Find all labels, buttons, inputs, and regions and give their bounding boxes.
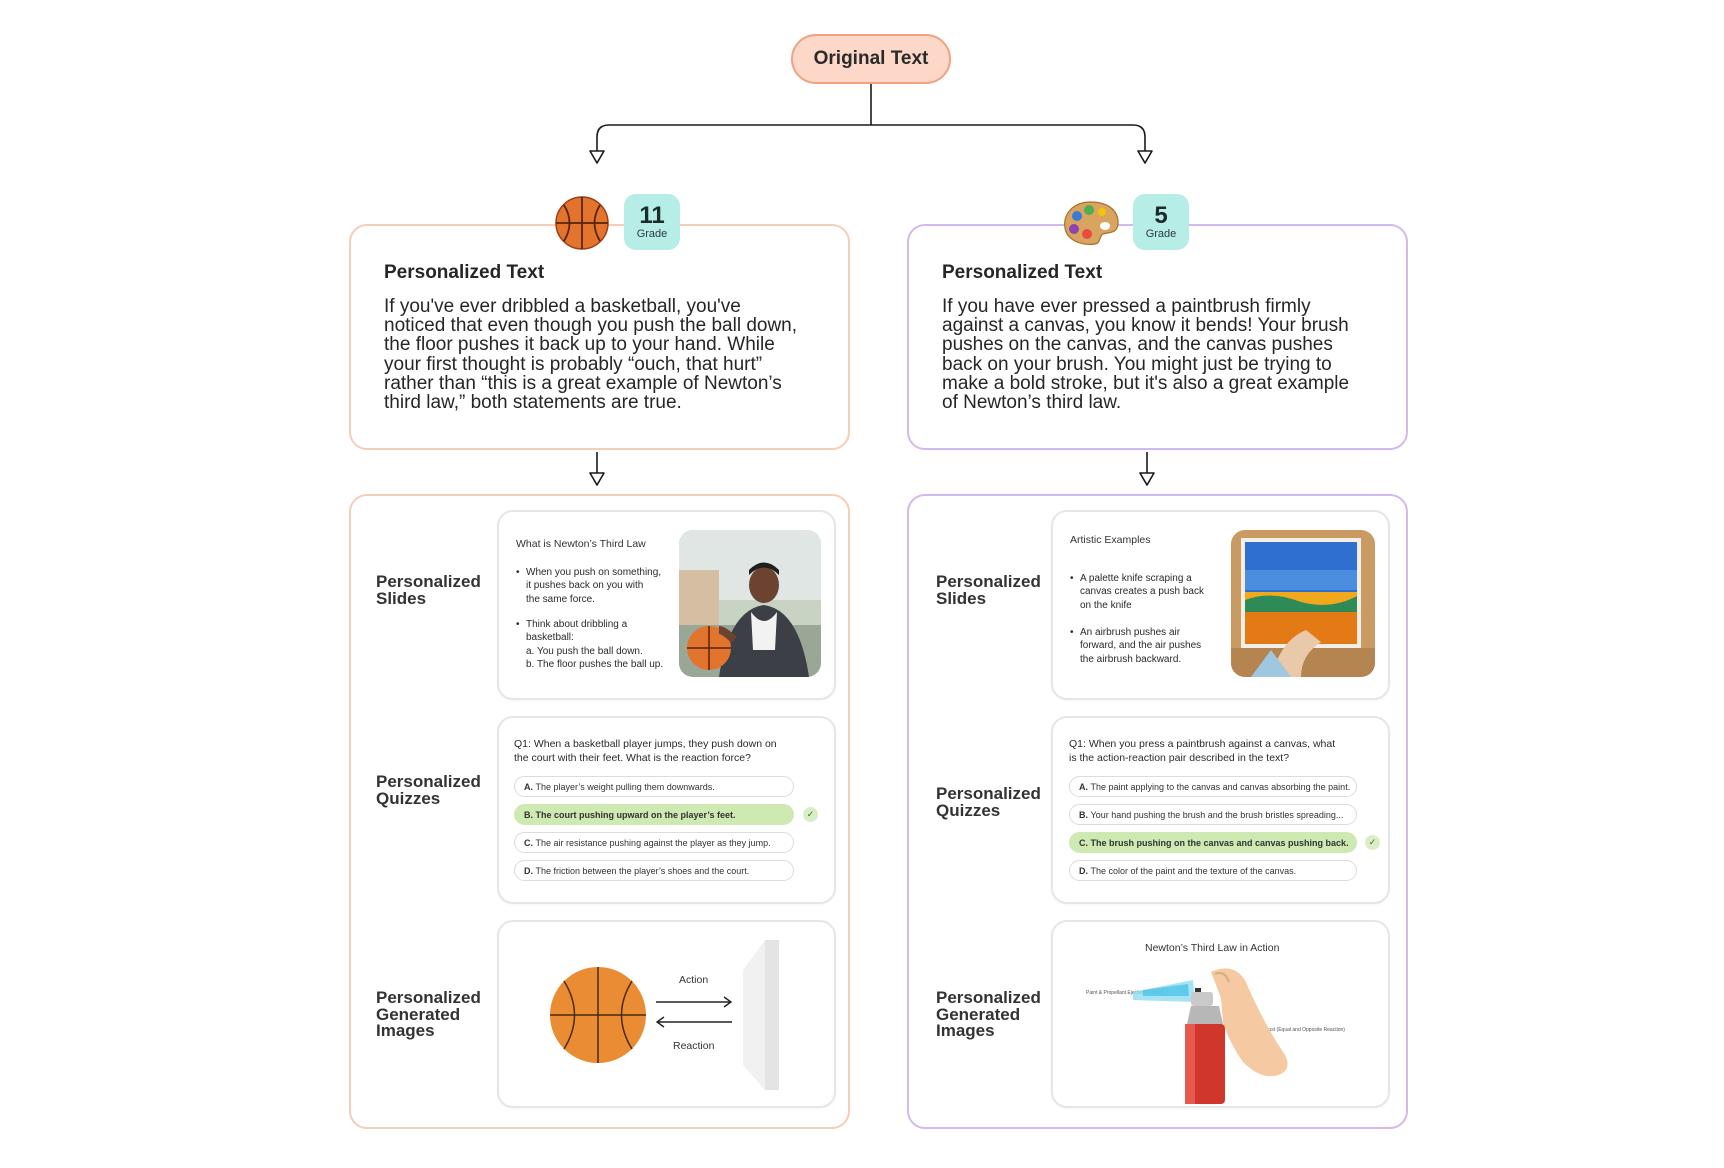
personalized-text-title: Personalized Text [942,262,1103,283]
text-line: make a bold stroke, but it's also a grea… [942,372,1350,394]
text-line: pushes on the canvas, and the canvas pus… [942,334,1333,356]
text-line: against a canvas, you know it bends! You… [942,315,1349,337]
action-annotation: Paint & Propellant Ejection (Action) [1086,990,1164,996]
left-personalized-text-panel [349,224,850,450]
quiz-option-a[interactable]: A. The player’s weight pulling them down… [514,776,794,797]
grade-badge-5: 5 Grade [1133,194,1189,250]
text-line: third law,” both statements are true. [384,392,682,414]
quiz-option-b[interactable]: B. The court pushing upward on the playe… [514,804,794,825]
slide-card[interactable]: What is Newton’s Third Law When you push… [497,510,836,700]
basketball-illustration [550,967,646,1063]
personalized-text-body: If you've ever dribbled a basketball, yo… [384,297,797,412]
grade-number: 5 [1154,201,1168,229]
text-line: your first thought is probably “ouch, th… [384,353,763,375]
check-icon: ✓ [1365,835,1380,850]
text-line: the floor pushes it back up to your hand… [384,334,775,356]
check-icon: ✓ [803,807,818,822]
quiz-option-b[interactable]: B. Your hand pushing the brush and the b… [1069,804,1357,825]
text-line: If you've ever dribbled a basketball, yo… [384,296,741,317]
original-text-node: Original Text [791,34,951,84]
text-line: noticed that even though you push the ba… [384,315,798,337]
paint-palette-icon [1064,201,1119,245]
basketball-player-photo [679,530,821,677]
personalized-text-body: If you have ever pressed a paintbrush fi… [942,297,1349,412]
text-line: back on your brush. You might just be tr… [942,353,1332,375]
basketball-icon [555,196,609,250]
quiz-question: Q1: When a basketball player jumps, they… [514,738,777,764]
slide-bullet: When you push on something,it pushes bac… [516,566,676,606]
right-personalized-text-panel [907,224,1408,450]
quiz-option-c[interactable]: C. The brush pushing on the canvas and c… [1069,832,1357,853]
text-line: If you have ever pressed a paintbrush fi… [942,296,1311,317]
quiz-card: Q1: When a basketball player jumps, they… [497,716,836,904]
generated-image-card: Action Reaction [497,920,836,1108]
reaction-annotation: Thrust (Equal and Opposite Reaction) [1261,1027,1345,1033]
action-label: Action [679,974,709,986]
slide-card[interactable]: Artistic Examples A palette knife scrapi… [1051,510,1390,700]
slide-title: Artistic Examples [1070,534,1151,546]
grade-number: 11 [639,201,665,229]
grade-badge-11: 11 Grade [624,194,680,250]
reaction-label: Reaction [673,1040,715,1052]
generated-image-title: Newton’s Third Law in Action [1145,942,1280,954]
painting-photo [1231,530,1375,677]
quiz-option-d[interactable]: D. The color of the paint and the textur… [1069,860,1357,881]
wall-illustration [743,940,779,1090]
grade-label: Grade [636,227,668,240]
grade-label: Grade [1145,227,1177,240]
slide-title: What is Newton’s Third Law [516,538,646,550]
text-line: of Newton’s third law. [942,392,1122,414]
quiz-option-c[interactable]: C. The air resistance pushing against th… [514,832,794,853]
action-reaction-arrows [655,996,733,1028]
text-line: rather than “this is a great example of … [384,372,782,394]
generated-image-card: Newton’s Third Law in Action Paint & Pro… [1051,920,1390,1108]
personalized-text-title: Personalized Text [384,262,545,283]
spray-can-illustration [1133,968,1288,1104]
quiz-option-a[interactable]: A. The paint applying to the canvas and … [1069,776,1357,797]
quiz-option-d[interactable]: D. The friction between the player’s sho… [514,860,794,881]
quiz-question: Q1: When you press a paintbrush against … [1069,738,1336,764]
quiz-card: Q1: When you press a paintbrush against … [1051,716,1390,904]
